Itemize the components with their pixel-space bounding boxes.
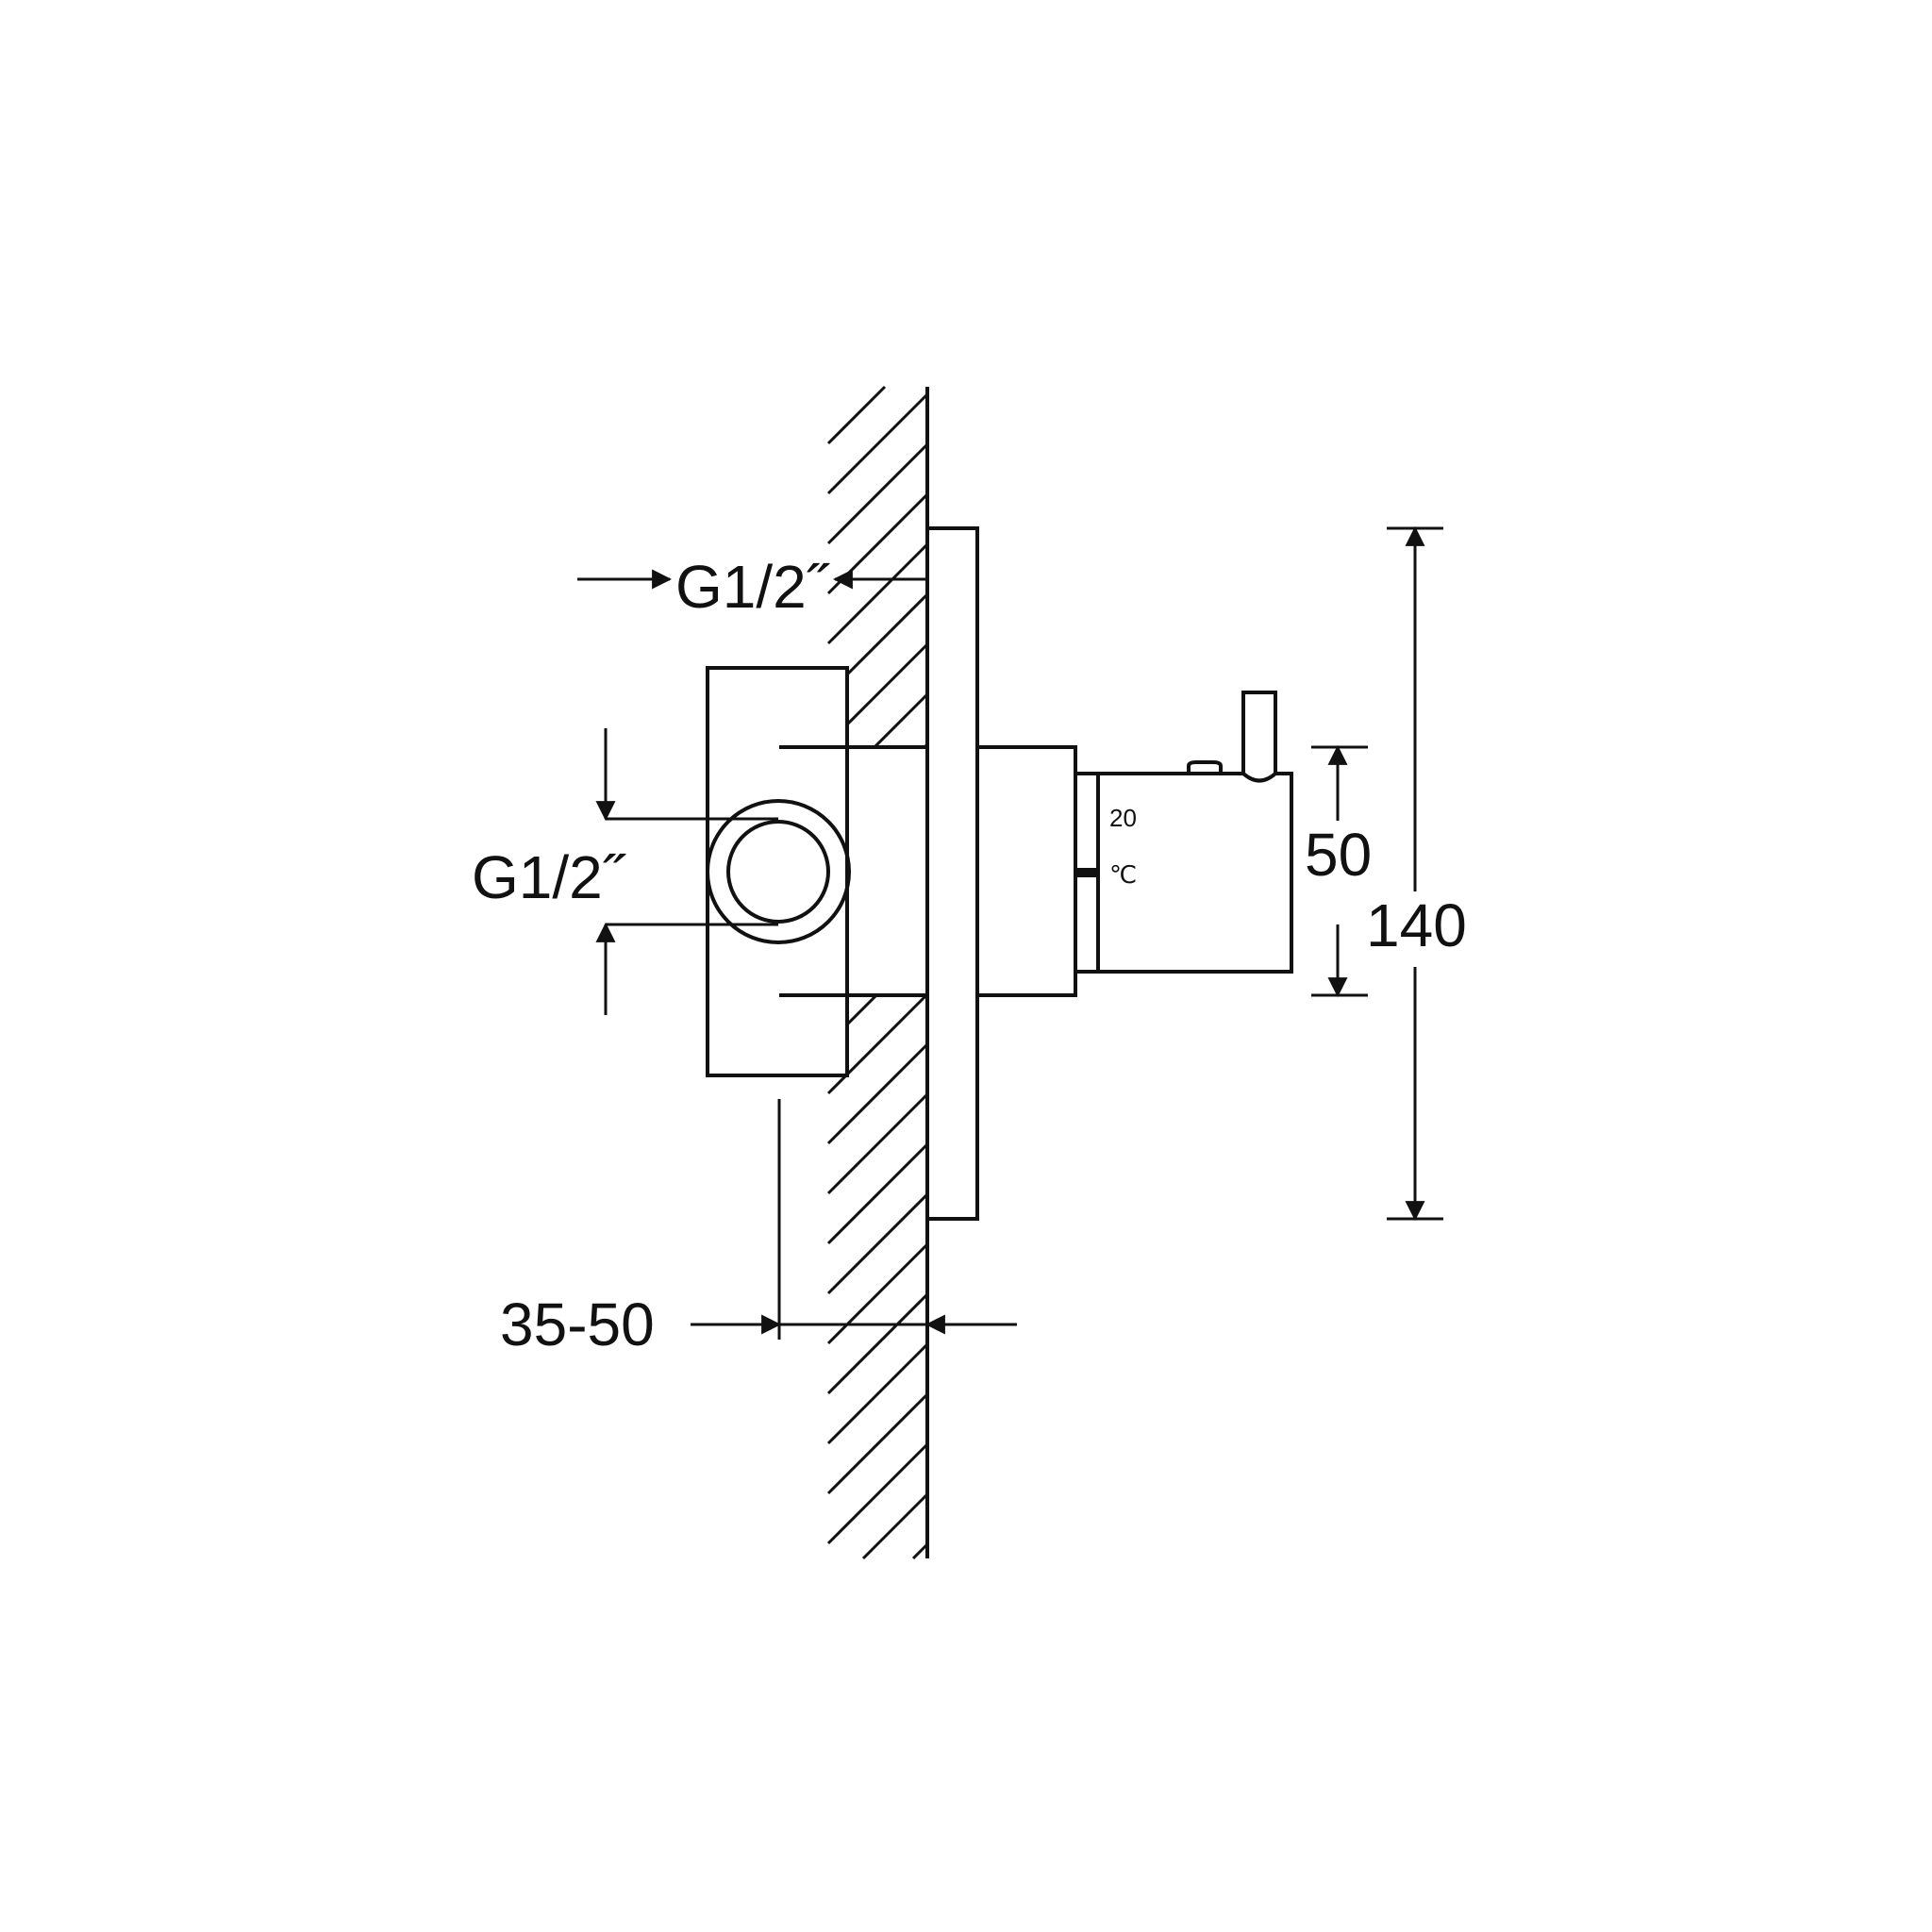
hatch-line (861, 1492, 929, 1560)
hatch-line (826, 385, 887, 445)
lever-handle (1187, 691, 1277, 783)
knob-collar (1074, 772, 1100, 974)
side-inlet-label: G1/2˝ (472, 843, 626, 911)
hatch-line (826, 1142, 929, 1245)
side-inlet-ring (706, 799, 851, 944)
hatch-line (826, 1342, 929, 1445)
hatch-line (826, 1242, 929, 1345)
thermostat-knob (1096, 772, 1293, 974)
cover-plate (925, 526, 979, 1221)
cover-height-dimension (1387, 525, 1443, 1222)
side-inlet-dimension (595, 728, 778, 1015)
hatch-line (826, 1292, 929, 1395)
temp-unit-label: ℃ (1109, 860, 1137, 889)
wall-depth-label: 35-50 (500, 1291, 655, 1358)
handle-height-dimension (1311, 744, 1368, 998)
hatch-line (826, 1392, 929, 1495)
trim-base (975, 745, 1077, 997)
cover-height-label: 140 (1366, 891, 1467, 959)
hatch-line (826, 1042, 929, 1145)
hatch-line (826, 1192, 929, 1295)
concealed-body (706, 666, 927, 1077)
handle-height-label: 50 (1305, 821, 1372, 889)
temp-value-label: 20 (1109, 804, 1137, 832)
hatch-line (826, 542, 929, 645)
hatch-line (911, 1542, 929, 1560)
hatch-line (826, 1092, 929, 1195)
wall-depth-dimension (691, 1099, 1017, 1340)
hatch-line (826, 442, 929, 545)
hatch-line (826, 1442, 929, 1545)
hatch-line (826, 392, 929, 495)
top-inlet-label: G1/2˝ (675, 553, 830, 621)
